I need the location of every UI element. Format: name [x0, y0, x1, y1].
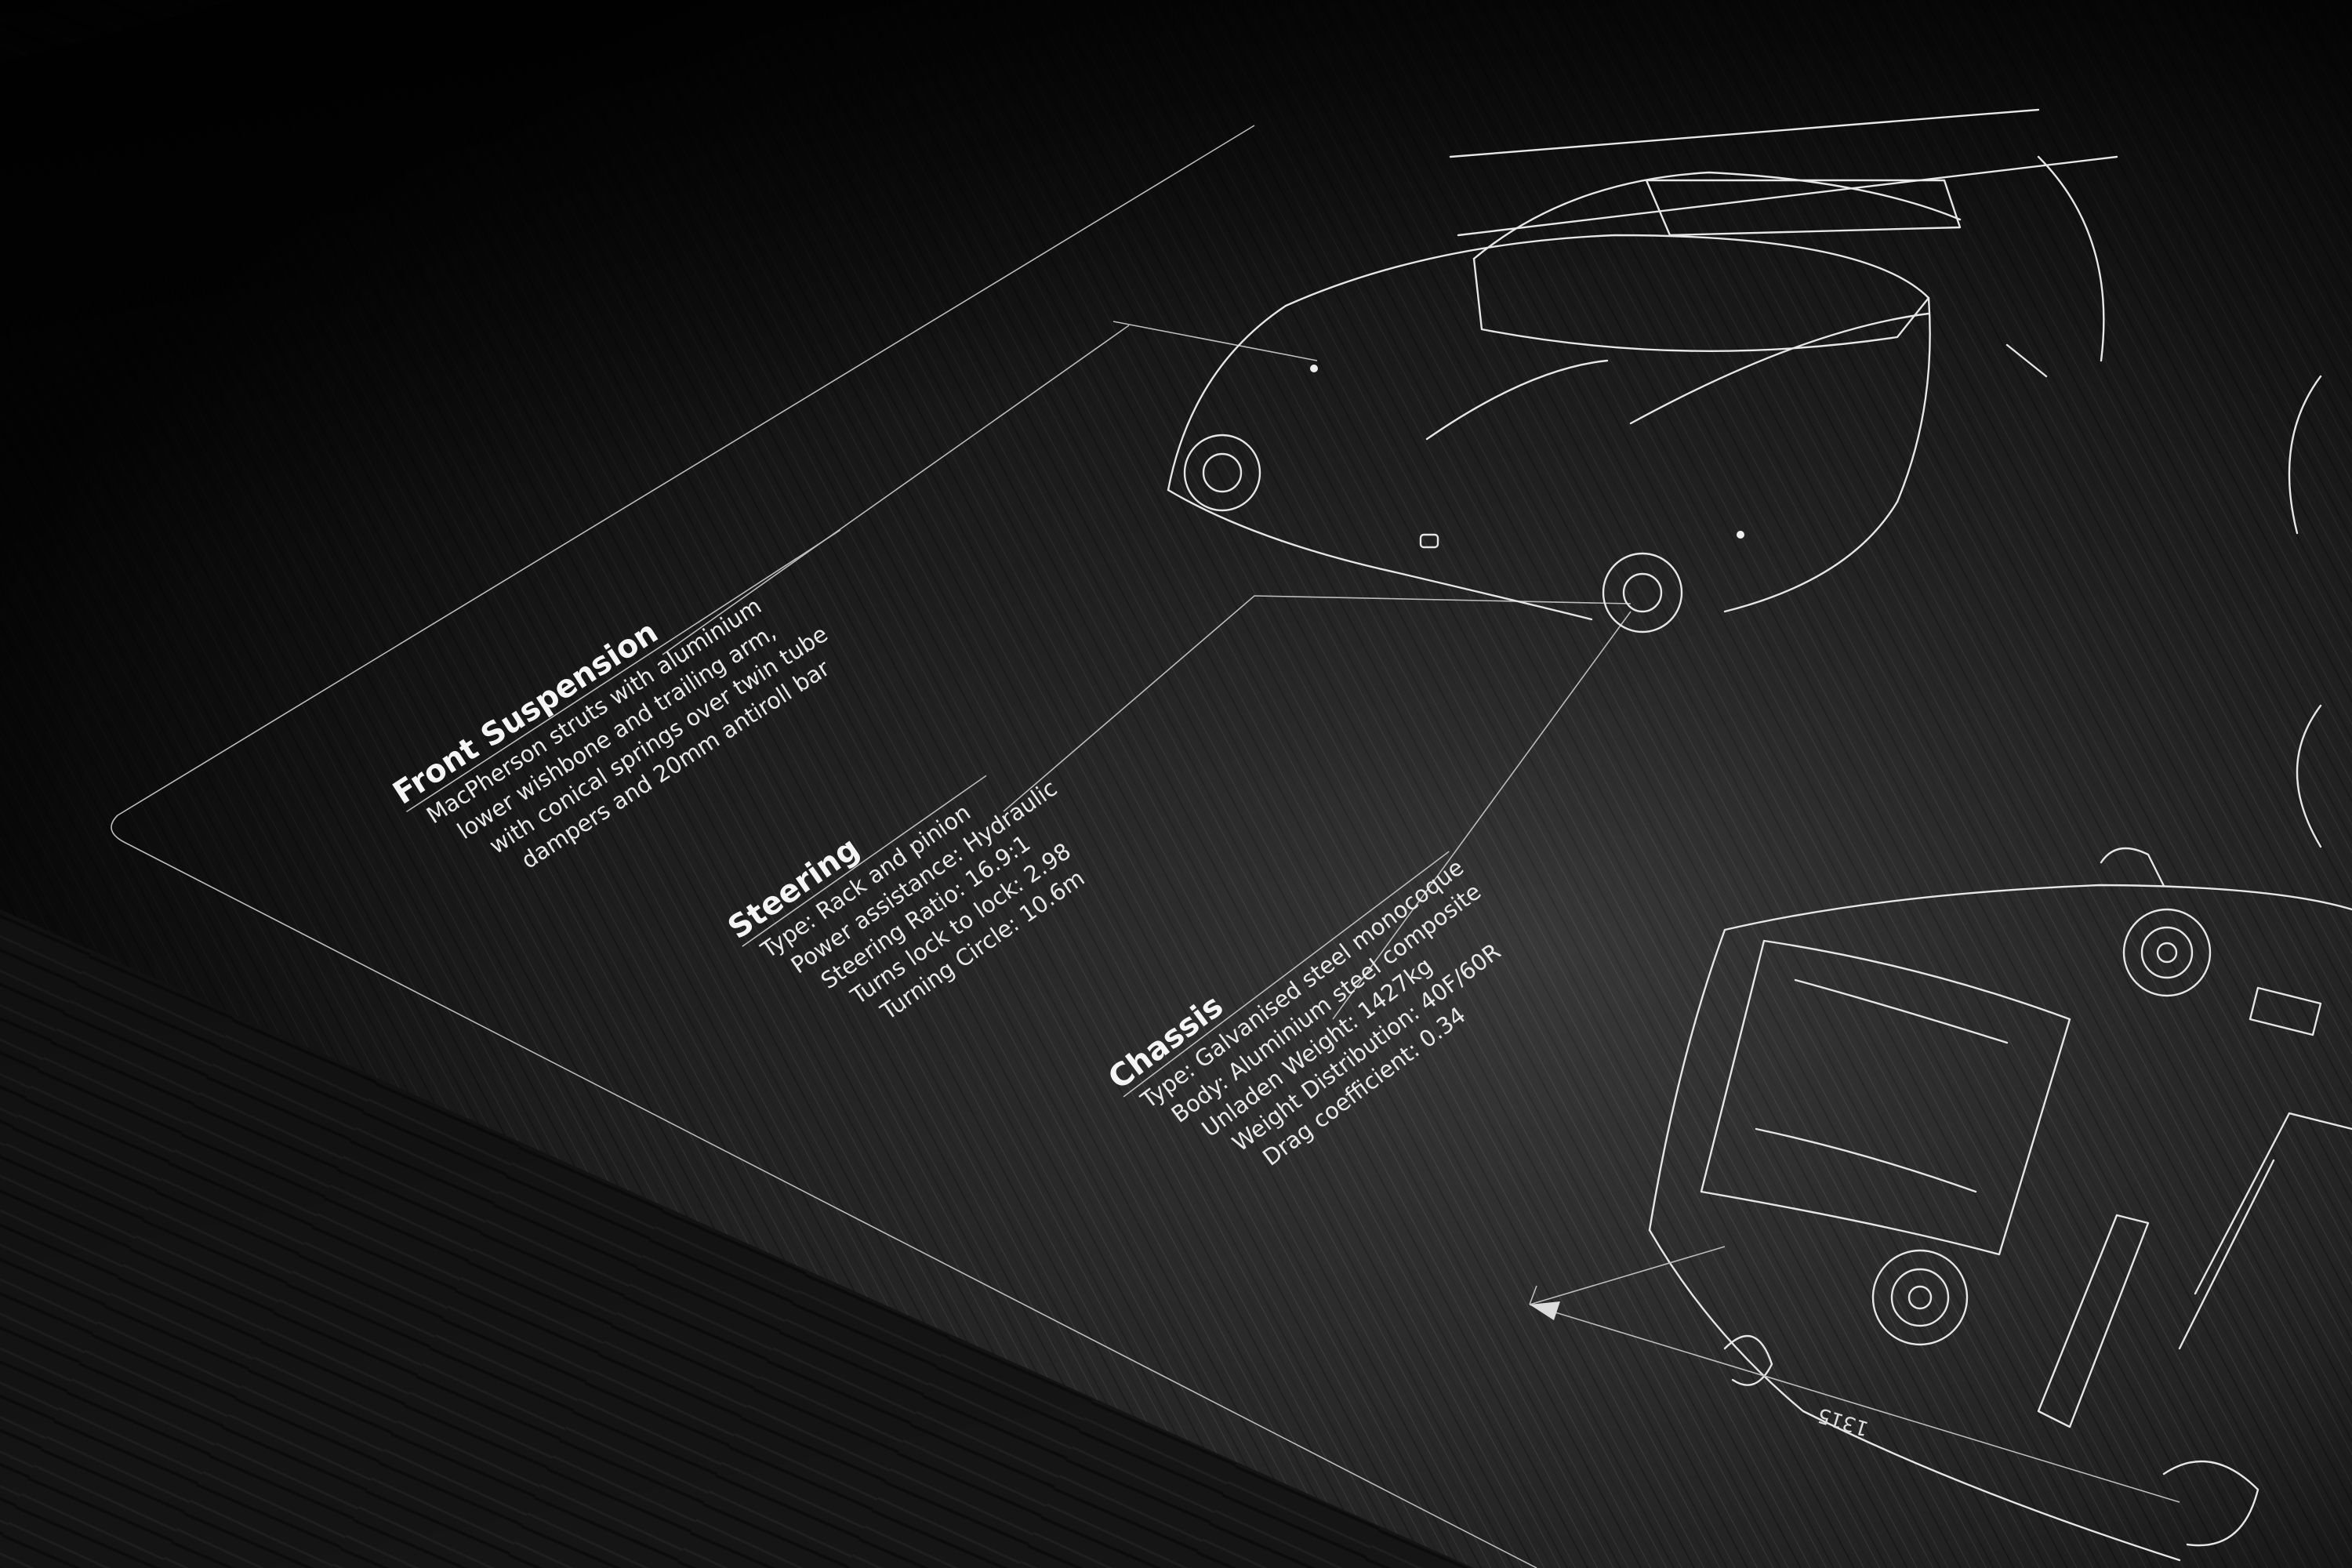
- car-top-view-drawing: [1167, 108, 2322, 848]
- car-front-view-drawing: [1648, 847, 2352, 1562]
- leader-line: [1332, 611, 1632, 1020]
- leader-line: [662, 325, 1130, 655]
- poster-frame-border: [111, 125, 1537, 1568]
- leader-line: [1003, 595, 1632, 812]
- leader-line: [1112, 321, 1318, 361]
